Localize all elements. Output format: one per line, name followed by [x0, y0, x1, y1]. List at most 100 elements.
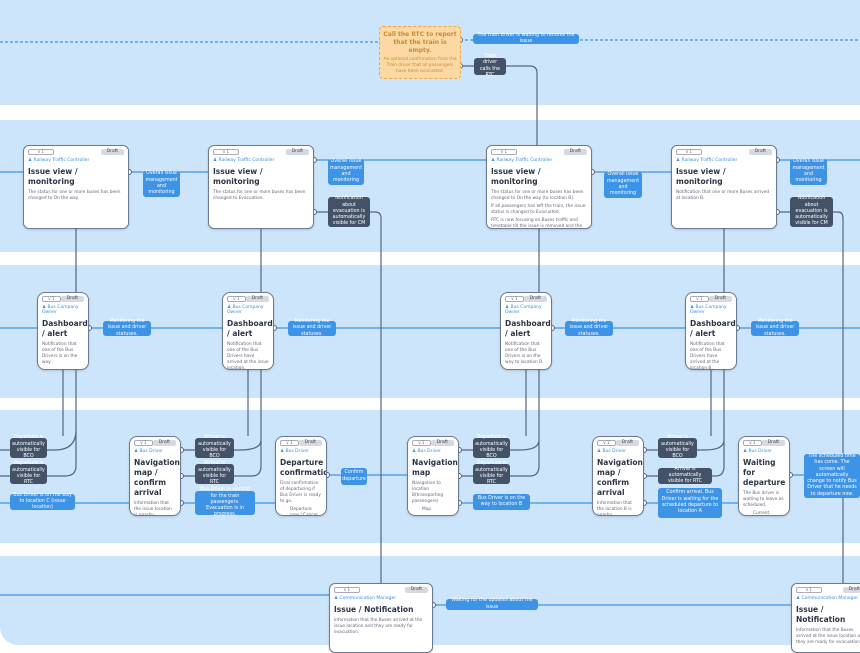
screen-title: Navigation map / confirm arrival [134, 458, 180, 497]
role-label: ♟ Bus Driver [597, 449, 627, 454]
screen-description: The Bus driver is waiting to leave as sc… [743, 491, 784, 508]
version-selector[interactable]: v 1 [42, 296, 61, 302]
connector-label: Arrival is automatically visible for RTC [658, 467, 712, 484]
note-description: An optional confirmation from the Train … [383, 57, 457, 74]
screen-title: Dashboard / alert [505, 319, 551, 338]
draft-badge: Draft [298, 440, 322, 446]
connector-label: The train driver is waiting to remove th… [473, 33, 579, 44]
draft-badge: Draft [430, 440, 454, 446]
version-selector[interactable]: v 1 [213, 149, 239, 155]
screen-description: RTC is now focusing on Buses traffic and… [491, 218, 583, 229]
connector-label: Overall issue management and monitoring [328, 159, 364, 185]
role-name: Railway Traffic Controller [681, 158, 738, 163]
draft-badge: Draft [748, 149, 772, 155]
connector-label: Overall issue management and monitoring [604, 172, 642, 198]
role-name: Railway Traffic Controller [218, 158, 275, 163]
version-selector[interactable]: v 1 [134, 440, 153, 446]
bullet-item: Departure now / Cancel buttons [280, 507, 322, 515]
version-selector[interactable]: v 1 [280, 440, 299, 446]
screen-card[interactable]: v 1 Draft ♟ Railway Traffic Controller Is… [208, 145, 314, 229]
role-name: Bus Company Owner [42, 305, 79, 315]
version-selector[interactable]: v 1 [227, 296, 246, 302]
screen-description: Information that the Buses arrived at th… [796, 628, 860, 645]
screen-description: Information that the Buses arrived at th… [334, 618, 423, 635]
screen-description: Notification that one or more Buses arri… [676, 190, 770, 201]
version-selector[interactable]: v 1 [505, 296, 524, 302]
role-name: Bus Driver [139, 449, 164, 454]
role-label: ♟ Bus Company Owner [227, 305, 264, 315]
connector-label: Notification about evacuation is automat… [328, 196, 370, 227]
role-label: ♟ Bus Driver [280, 449, 310, 454]
role-label: ♟ Bus Company Owner [42, 305, 79, 315]
screen-card[interactable]: v 1 Draft ♟ Communication Manager Issue /… [791, 583, 860, 653]
role-name: Bus Driver [417, 449, 442, 454]
role-label: ♟ Communication Manager [334, 596, 397, 601]
role-name: Bus Company Owner [227, 305, 264, 315]
screen-title: Navigation map [412, 458, 458, 477]
screen-title: Dashboard / alert [690, 319, 736, 338]
screen-title: Dashboard / alert [227, 319, 273, 338]
bullet-item: Map [412, 507, 454, 513]
version-selector[interactable]: v 1 [676, 149, 702, 155]
role-name: Bus Driver [602, 449, 627, 454]
screen-title: Issue view / monitoring [28, 167, 78, 186]
role-label: ♟ Bus Driver [743, 449, 773, 454]
draft-badge: Draft [842, 587, 860, 593]
role-name: Communication Manager [339, 596, 397, 601]
connector-label: Arrival is automatically visible for BCO [195, 435, 234, 459]
screen-title: Issue / Notification [796, 605, 846, 624]
version-selector[interactable]: v 1 [796, 587, 822, 593]
draft-badge: Draft [285, 149, 309, 155]
connector-label: The scheduled time has come. The screen … [804, 454, 860, 498]
connector-label: Departure is automatically visible for R… [10, 461, 47, 485]
screen-title: Navigation map / confirm arrival [597, 458, 643, 497]
screen-title: Departure confirmation [280, 458, 326, 477]
screen-title: Issue view / monitoring [213, 167, 263, 186]
screen-description: Notification that one of the Bus Drivers… [227, 342, 269, 370]
screen-card[interactable]: v 1 Draft ♟ Communication Manager Issue /… [329, 583, 433, 653]
connector-label: Bus Driver is on the way to location B [473, 494, 530, 510]
screen-description: Navigation to location B(transporting pa… [412, 481, 444, 504]
train-driver-note[interactable]: Call the RTC to report that the train is… [379, 26, 461, 79]
screen-description: Notification that one of the Bus Drivers… [505, 342, 544, 365]
screen-title: Issue / Notification [334, 605, 414, 614]
role-name: Communication Manager [801, 596, 859, 601]
version-selector[interactable]: v 1 [412, 440, 431, 446]
version-selector[interactable]: v 1 [690, 296, 709, 302]
draft-badge: Draft [100, 149, 124, 155]
screen-title: Waiting for departure [743, 458, 786, 487]
version-selector[interactable]: v 1 [28, 149, 54, 155]
draft-badge: Draft [60, 296, 84, 302]
note-title: Call the RTC to report that the train is… [383, 31, 457, 54]
screen-description: The status for one or more buses has bee… [28, 190, 121, 201]
role-name: Bus Driver [748, 449, 773, 454]
version-selector[interactable]: v 1 [491, 149, 517, 155]
connector-label: Arrival is automatically visible for RTC [195, 461, 234, 485]
draft-badge: Draft [404, 587, 428, 593]
screen-title: Issue view / monitoring [676, 167, 726, 186]
role-name: Railway Traffic Controller [496, 158, 553, 163]
version-selector[interactable]: v 1 [334, 587, 360, 593]
connector-label: Bus Driver is on the way to location C (… [10, 493, 75, 510]
version-selector[interactable]: v 1 [597, 440, 616, 446]
screen-description: If all passengers has left the train, th… [491, 204, 586, 215]
version-selector[interactable]: v 1 [743, 440, 762, 446]
role-label: ♟ Bus Company Owner [690, 305, 727, 315]
screen-description: The status for one or more buses has bee… [213, 190, 306, 201]
role-label: ♟ Communication Manager [796, 596, 859, 601]
role-label: ♟ Bus Company Owner [505, 305, 542, 315]
role-label: ♟ Railway Traffic Controller [213, 158, 275, 163]
connector-label: Confirm departure [341, 468, 367, 485]
